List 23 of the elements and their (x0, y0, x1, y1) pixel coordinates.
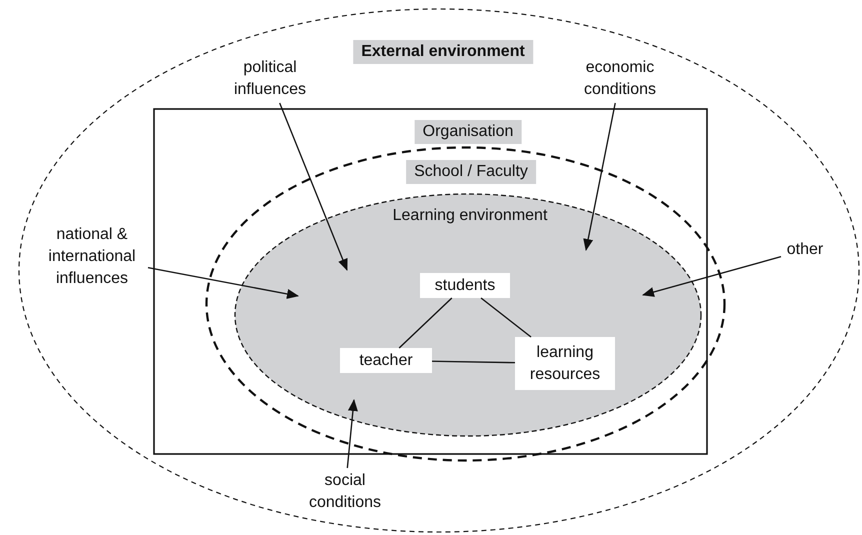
arrow (279, 102, 348, 271)
dashed-ellipse (18, 8, 860, 533)
heading-label: Learning environment (392, 206, 548, 226)
text-box: teacher (340, 348, 432, 373)
callout-label: economic conditions (570, 55, 670, 103)
arrow (346, 399, 358, 468)
arrow (583, 102, 616, 251)
heading-label: External environment (353, 40, 533, 64)
shaded-ellipse (234, 193, 702, 437)
callout-label: other (781, 238, 829, 262)
text-box: learning resources (515, 337, 615, 390)
dashed-ellipse (205, 146, 726, 462)
callout-label: political influences (222, 55, 318, 103)
heading-label: School / Faculty (406, 160, 536, 184)
callout-label: social conditions (298, 468, 392, 516)
connector-line (432, 360, 516, 364)
heading-label: Organisation (414, 120, 522, 144)
arrow (642, 256, 782, 297)
arrow (148, 266, 299, 299)
connector-line (480, 297, 532, 338)
connector-line (398, 298, 452, 348)
text-box: students (420, 273, 510, 298)
callout-label: national & international influences (36, 222, 148, 292)
